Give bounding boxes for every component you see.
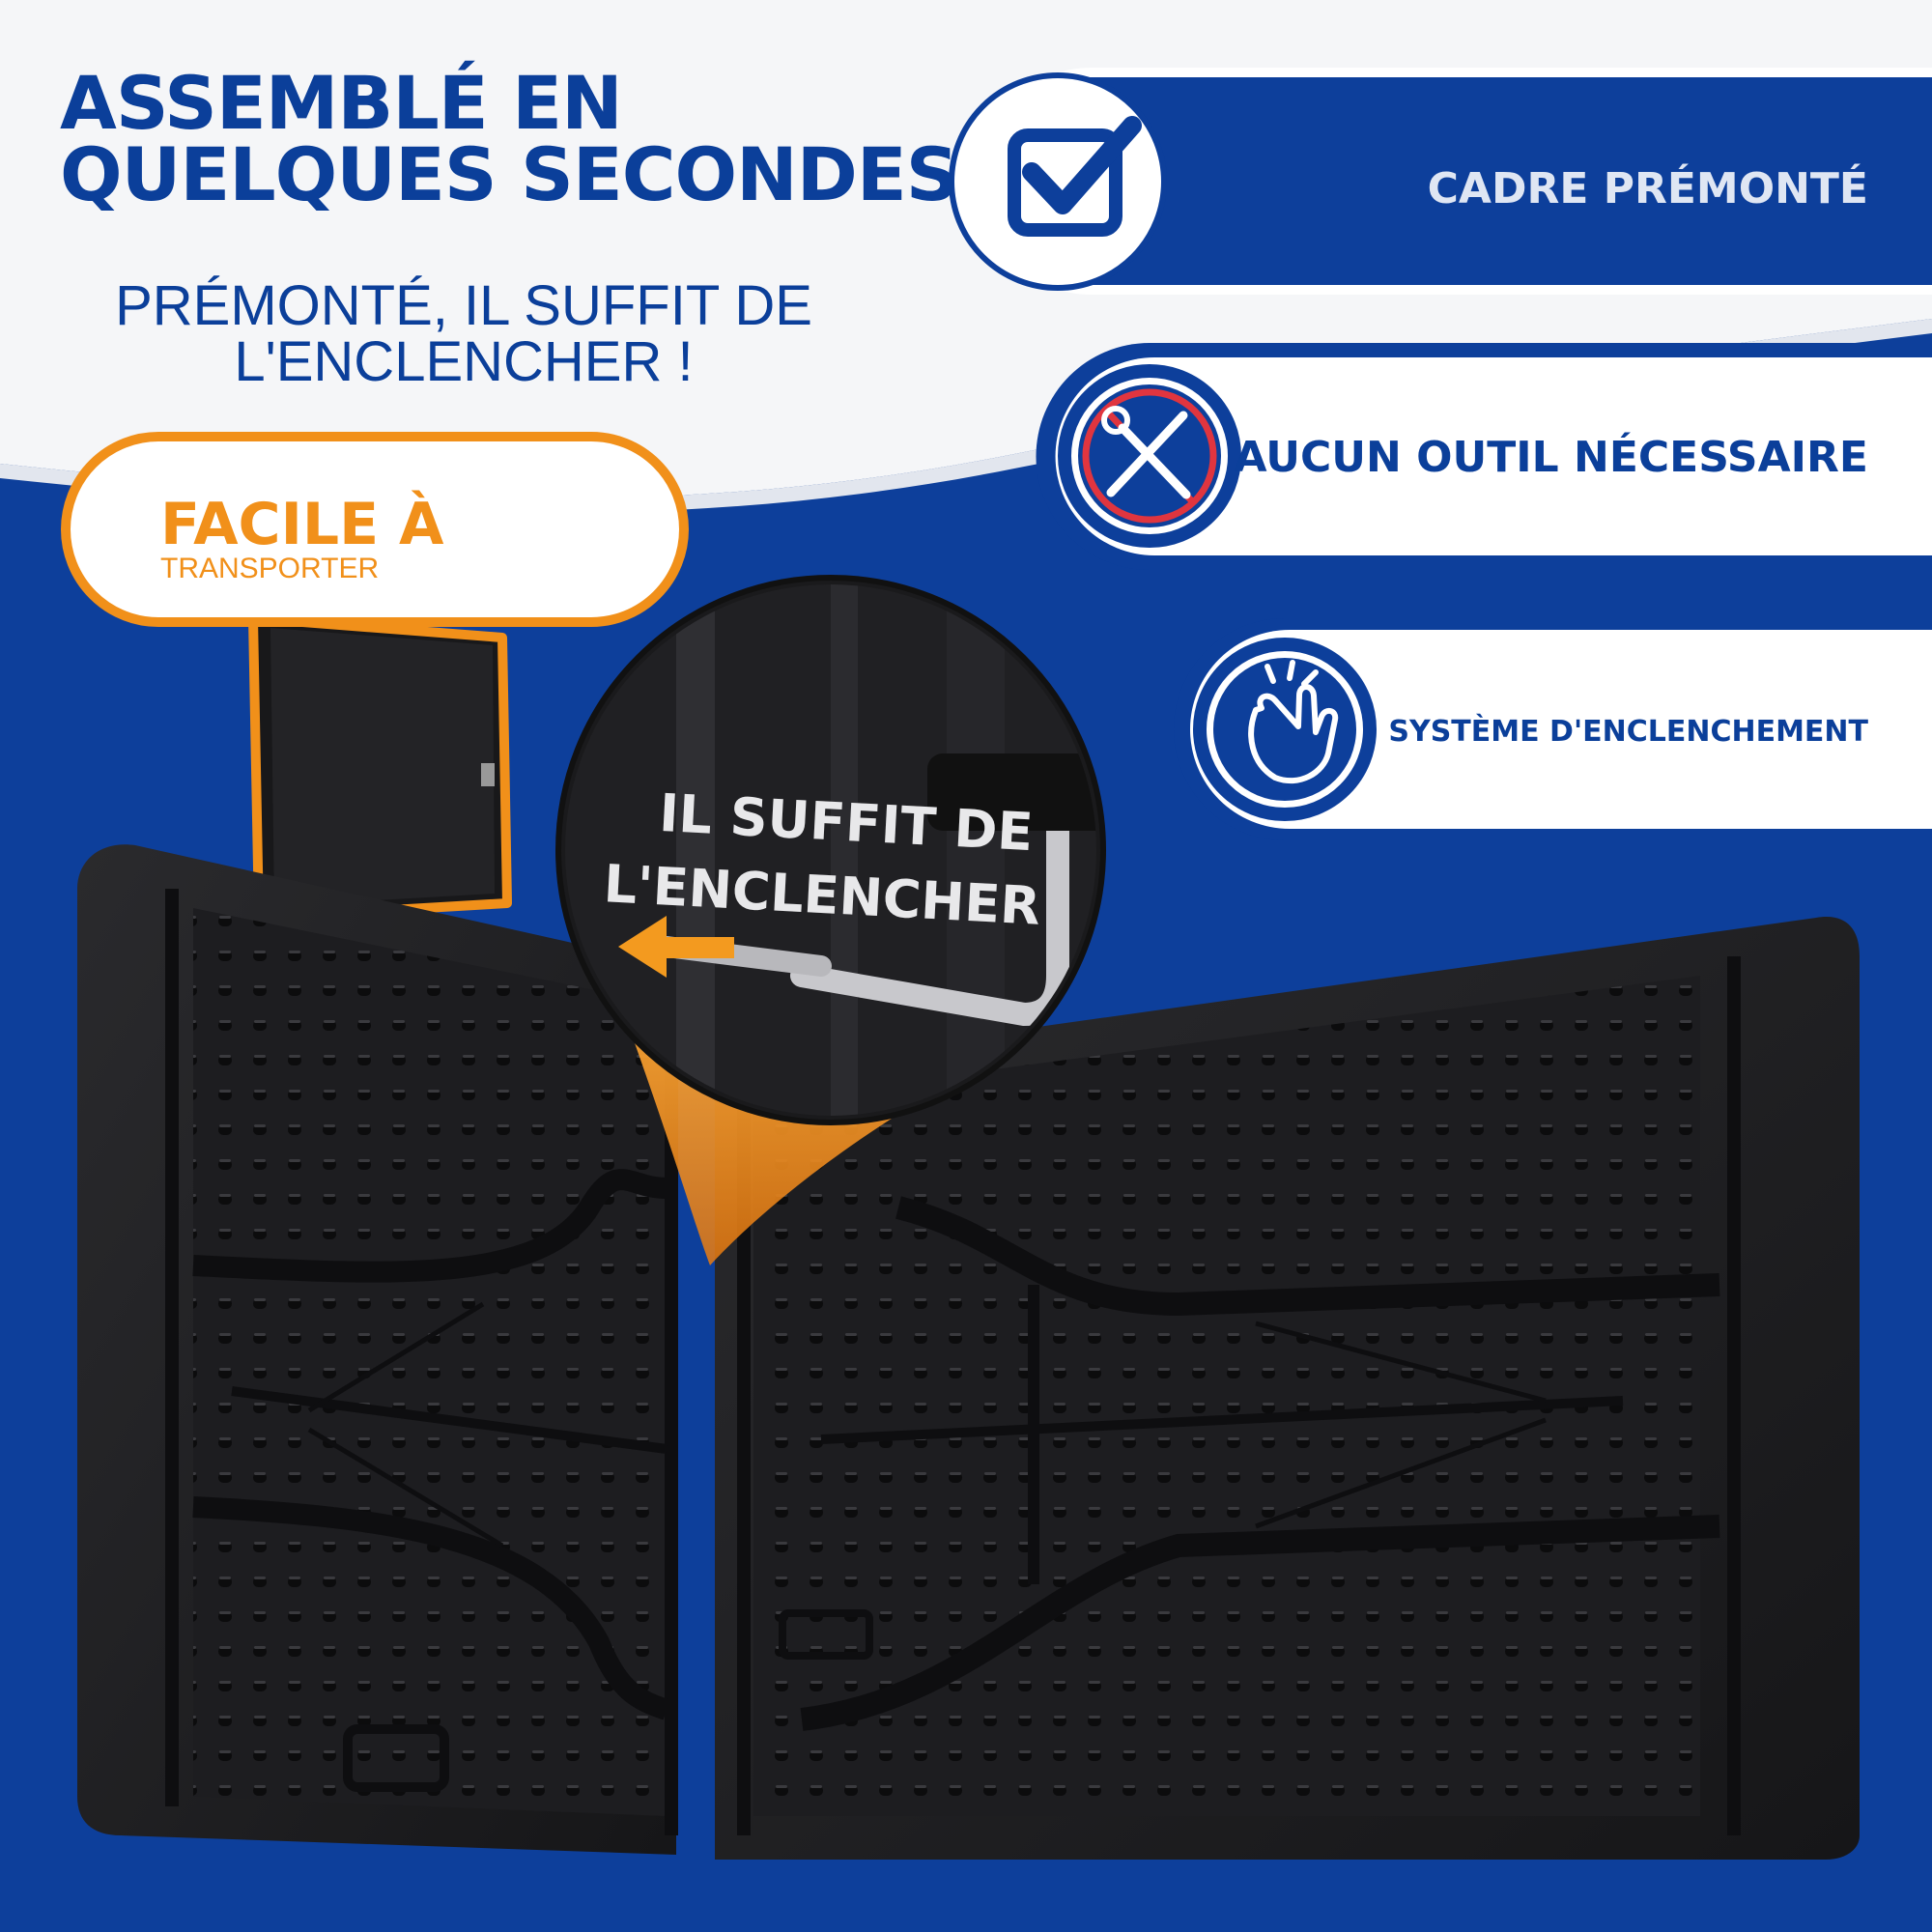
table-right-half [715, 917, 1860, 1860]
folded-table-image [248, 605, 512, 923]
feature-label-1: CADRE PRÉMONTÉ [1427, 164, 1868, 213]
headline-line-1: ASSEMBLÉ EN [60, 60, 623, 146]
feature-label-3: SYSTÈME D'ENCLENCHEMENT [1388, 715, 1868, 749]
headline-line-2: QUELQUES SECONDES [60, 131, 958, 217]
carry-badge [61, 432, 689, 627]
no-tools-icon [1078, 384, 1221, 527]
latch-callout [555, 575, 1106, 1265]
subheadline-line-1: PRÉMONTÉ, IL SUFFIT DE [115, 274, 812, 337]
finger-snap-icon [1213, 658, 1356, 801]
headline: ASSEMBLÉ EN QUELQUES SECONDES [60, 67, 958, 212]
badge-title: FACILE À [160, 491, 444, 558]
table-left-half [77, 844, 678, 1855]
subheadline-line-2: L'ENCLENCHER ! [234, 330, 694, 393]
subheadline: PRÉMONTÉ, IL SUFFIT DE L'ENCLENCHER ! [58, 278, 869, 390]
badge-subtitle: TRANSPORTER [160, 553, 380, 584]
checkbox-check-icon [1008, 116, 1142, 237]
feature-label-2: AUCUN OUTIL NÉCESSAIRE [1234, 433, 1868, 482]
